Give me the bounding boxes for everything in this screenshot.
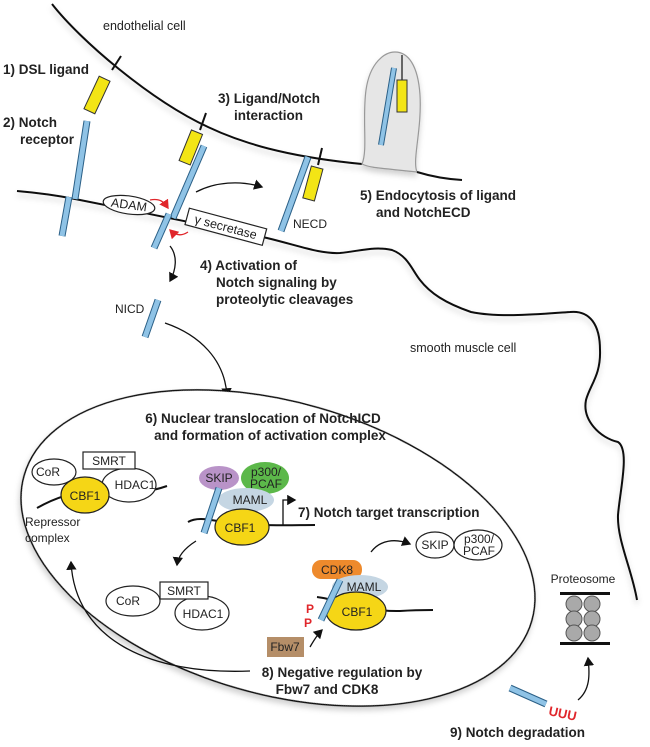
nicd-label: NICD: [115, 302, 145, 316]
arrow-release-nicd: [169, 245, 179, 283]
skip-label: SKIP: [205, 471, 232, 485]
ligand-bound: [178, 129, 204, 166]
transcription-start-arrow: [282, 494, 297, 525]
endothelial-membrane-right: [416, 171, 463, 181]
repressor-label-line1: Repressor: [25, 515, 80, 529]
pcaf-label: PCAF: [250, 477, 282, 491]
cor2-label: CoR: [116, 594, 140, 608]
cdk8-complex: CDK8 MAML CBF1 P P: [304, 560, 388, 631]
arrow-release-coactivators: [370, 536, 412, 553]
step5-label-line1: 5) Endocytosis of ligand: [360, 188, 516, 203]
endocytosed-ligand: [396, 79, 408, 113]
cbf1-3-label: CBF1: [342, 605, 373, 619]
proteasome-icon: [560, 592, 610, 645]
step2-label-line1: 2) Notch: [3, 115, 57, 130]
activation-complex: SKIP p300/ PCAF MAML CBF1: [199, 462, 289, 546]
step4-label-line2: Notch signaling by: [216, 275, 337, 290]
p300-released: [453, 529, 503, 561]
pcaf-released-label: PCAF: [463, 544, 495, 558]
smrt-label: SMRT: [92, 454, 126, 468]
step6-label-line1: 6) Nuclear translocation of NotchICD: [145, 411, 381, 426]
smooth-muscle-cell-label: smooth muscle cell: [410, 341, 516, 355]
fbw7-box: [267, 637, 304, 657]
step7-label: 7) Notch target transcription: [298, 505, 480, 520]
nucleus: [20, 389, 536, 707]
adam-cleavage-arrow: [149, 198, 169, 210]
proteosome-label: Proteosome: [551, 572, 616, 586]
necd-label: NECD: [293, 217, 327, 231]
step9-label: 9) Notch degradation: [450, 725, 585, 740]
phospho-label-2: P: [304, 616, 312, 630]
fbw7-label: Fbw7: [270, 640, 300, 654]
adam-label: ADAM: [110, 196, 148, 215]
maml2-label: MAML: [347, 580, 382, 594]
step6-label-line2: and formation of activation complex: [154, 428, 386, 443]
skip-released-label: SKIP: [421, 538, 448, 552]
hdac1-2-label: HDAC1: [183, 607, 224, 621]
step2-label-line2: receptor: [20, 132, 75, 147]
arrow-nuclear-translocation: [164, 322, 232, 398]
p300-released-label: p300/: [464, 532, 495, 546]
step3-label-line2: interaction: [234, 108, 303, 123]
cor-label: CoR: [36, 465, 60, 479]
repressor-label-line2: complex: [25, 531, 70, 545]
step8-label-line1: 8) Negative regulation by: [262, 665, 423, 680]
step4-label-line3: proteolytic cleavages: [216, 292, 353, 307]
endothelial-membrane: [51, 3, 363, 165]
arrow-to-necd: [195, 179, 264, 193]
hdac1-label: HDAC1: [115, 478, 156, 492]
phospho-label-1: P: [306, 602, 314, 616]
arrow-fbw7: [309, 629, 323, 648]
step5-label-line2: and NotchECD: [376, 205, 471, 220]
step4-label-line1: 4) Activation of: [200, 258, 298, 273]
p300-label: p300/: [251, 465, 282, 479]
gamma-secretase-label: γ secretase: [193, 212, 258, 242]
ubiquitin-label: UUU: [547, 703, 578, 724]
arrow-to-corepressor: [172, 540, 197, 567]
cbf1-active-label: CBF1: [225, 521, 256, 535]
repressor-complex: CoR HDAC1 CBF1 SMRT: [31, 451, 157, 514]
cdk8-label: CDK8: [321, 563, 353, 577]
step3-label-line1: 3) Ligand/Notch: [218, 91, 320, 106]
step8-label-line2: Fbw7 and CDK8: [276, 682, 379, 697]
arrow-to-repressor: [66, 560, 251, 672]
step1-label: 1) DSL ligand: [3, 62, 89, 77]
dsl-ligand: [83, 75, 111, 115]
maml-label: MAML: [233, 493, 268, 507]
endothelial-cell-label: endothelial cell: [103, 19, 186, 33]
gamma-cleavage-arrow: [169, 229, 189, 240]
adam-protease: [102, 194, 156, 216]
arrow-to-proteasome: [577, 656, 595, 701]
smrt2-label: SMRT: [167, 584, 201, 598]
corepressor-free: CoR HDAC1 SMRT: [105, 581, 230, 631]
gamma-secretase: [184, 207, 268, 247]
cbf1-label: CBF1: [70, 489, 101, 503]
